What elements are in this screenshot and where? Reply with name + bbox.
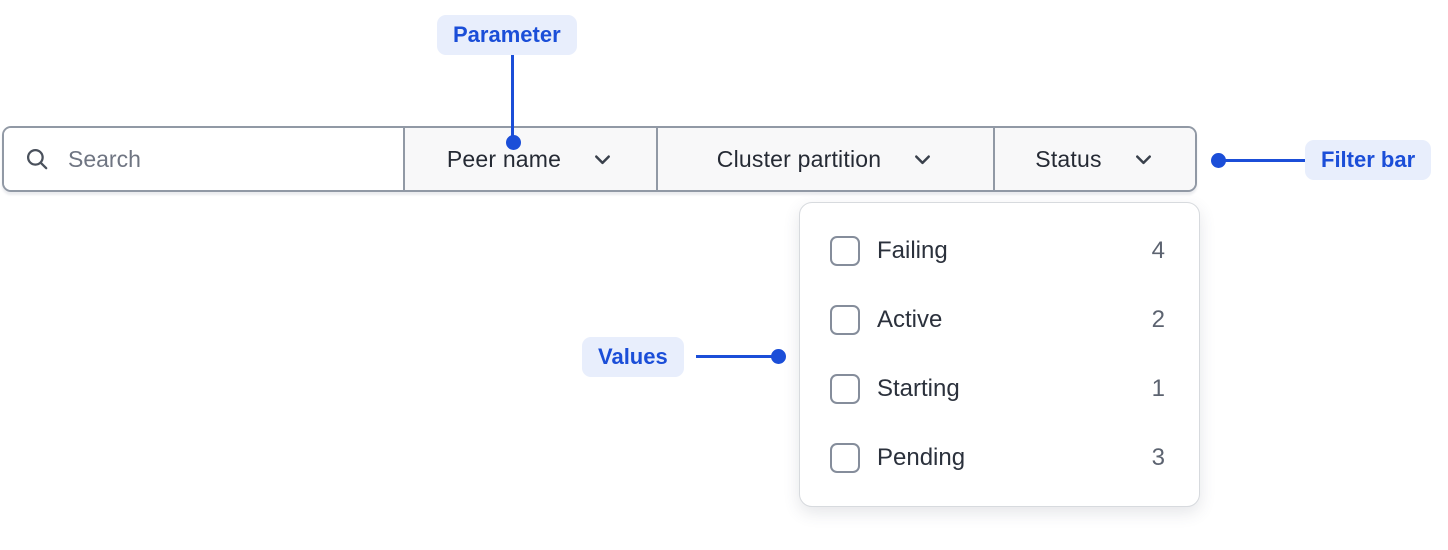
option-checkbox[interactable] [830,374,860,405]
annotation-parameter-connector-line [511,55,514,142]
status-dropdown-panel: Failing 4 Active 2 Starting 1 Pending 3 [799,202,1200,507]
option-label: Pending [877,444,966,472]
annotation-filter-bar-badge: Filter bar [1305,140,1432,180]
option-count: 4 [1151,236,1165,264]
dropdown-option-row[interactable]: Active 2 [800,285,1199,354]
annotation-filter-bar-connector-line [1218,159,1305,162]
chevron-down-icon [595,154,611,164]
annotation-parameter-badge: Parameter [437,15,577,55]
dropdown-peer-name-label: Peer name [446,145,562,172]
option-checkbox[interactable] [830,304,860,335]
annotation-values-connector-dot [771,349,786,364]
annotation-values-badge: Values [582,337,684,377]
dropdown-status[interactable]: Status [995,128,1195,190]
dropdown-option-row[interactable]: Pending 3 [800,424,1199,493]
chevron-down-icon [1135,154,1151,164]
annotation-values-connector-line [696,355,772,358]
dropdown-cluster-partition-label: Cluster partition [716,145,882,172]
dropdown-cluster-partition[interactable]: Cluster partition [658,128,995,190]
option-label: Starting [877,375,960,403]
filter-bar: Peer name Cluster partition Status [2,126,1197,192]
search-field[interactable] [4,128,405,190]
option-label: Failing [877,236,948,264]
dropdown-status-label: Status [1035,145,1102,172]
option-count: 2 [1151,305,1165,333]
option-label: Active [877,305,943,333]
option-count: 1 [1151,375,1165,403]
dropdown-option-row[interactable]: Failing 4 [800,216,1199,285]
option-checkbox[interactable] [830,443,860,474]
chevron-down-icon [915,154,931,164]
dropdown-option-row[interactable]: Starting 1 [800,355,1199,424]
annotation-parameter-connector-dot [506,135,521,150]
dropdown-peer-name[interactable]: Peer name [405,128,658,190]
option-checkbox[interactable] [830,235,860,266]
option-count: 3 [1151,444,1165,472]
search-icon [26,148,48,170]
search-input[interactable] [68,145,368,173]
